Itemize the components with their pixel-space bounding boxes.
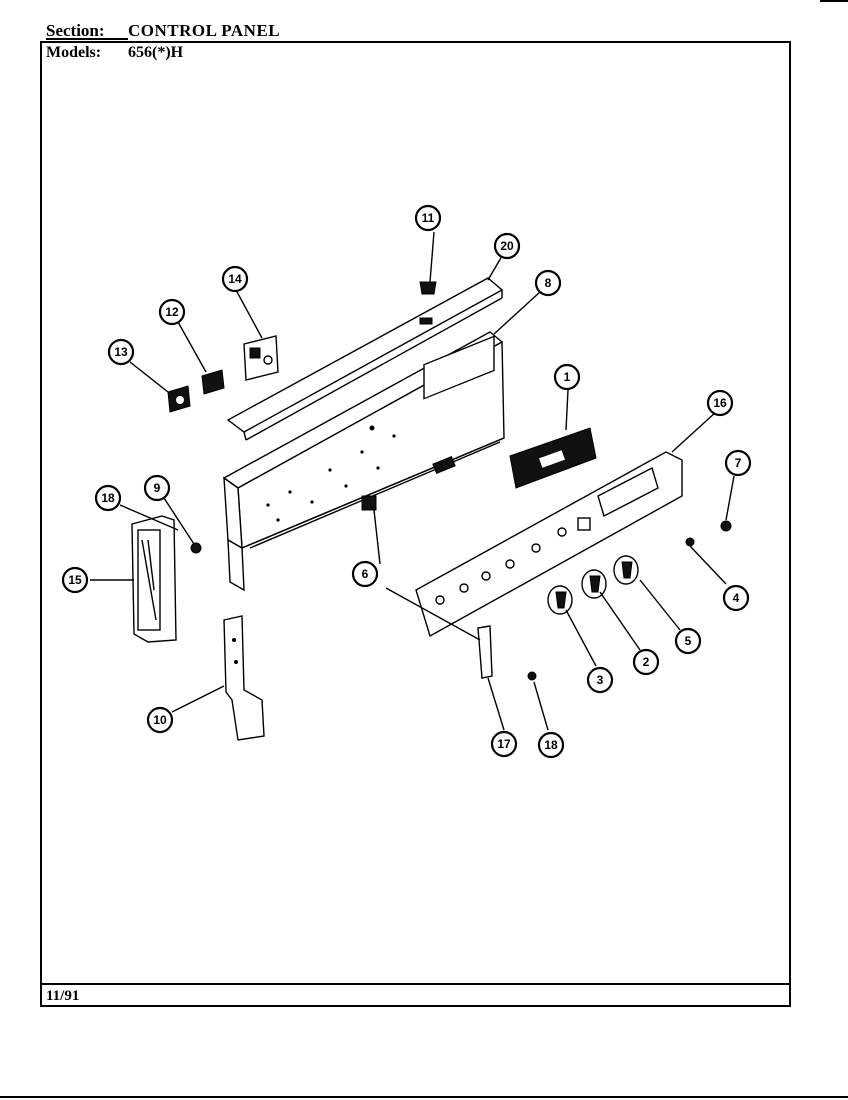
part-knob-2: [581, 569, 607, 599]
svg-text:8: 8: [545, 276, 552, 290]
svg-text:9: 9: [154, 481, 161, 495]
callout-11: 11: [414, 204, 442, 232]
part-knob-5: [613, 555, 639, 585]
callout-4: 4: [722, 584, 750, 612]
svg-text:20: 20: [500, 239, 514, 253]
part-control-housing: [222, 331, 505, 592]
section-underline: [46, 38, 128, 40]
models-value: 656(*)H: [128, 44, 184, 61]
section-value: CONTROL PANEL: [128, 21, 281, 40]
svg-text:5: 5: [685, 634, 692, 648]
callout-13: 13: [107, 338, 135, 366]
callout-12: 12: [158, 298, 186, 326]
svg-text:7: 7: [735, 456, 742, 470]
svg-text:16: 16: [713, 396, 727, 410]
svg-text:4: 4: [733, 591, 740, 605]
part-screw-9: [190, 542, 202, 554]
part-overlay-panel: [415, 451, 683, 638]
callout-10: 10: [146, 706, 174, 734]
callout-14: 14: [221, 265, 249, 293]
callout-3: 3: [586, 666, 614, 694]
callout-20: 20: [493, 232, 521, 260]
part-spacer: [477, 625, 493, 679]
svg-text:18: 18: [101, 491, 115, 505]
callout-7: 7: [724, 449, 752, 477]
callout-6: 6: [351, 560, 379, 588]
part-screw-18b: [527, 671, 537, 681]
svg-text:13: 13: [114, 345, 128, 359]
part-end-cap: [131, 515, 177, 643]
models-label: Models:: [46, 44, 102, 61]
svg-text:6: 6: [362, 567, 369, 581]
callout-2: 2: [632, 648, 660, 676]
part-screw-7: [720, 520, 732, 532]
footer-rule: [40, 983, 791, 985]
callout-17: 17: [490, 730, 518, 758]
callout-18a: 18: [94, 484, 122, 512]
svg-text:1: 1: [564, 370, 571, 384]
svg-text:18: 18: [544, 738, 558, 752]
svg-text:10: 10: [153, 713, 167, 727]
svg-text:15: 15: [68, 573, 82, 587]
callout-16: 16: [706, 389, 734, 417]
part-trim-strip: [226, 277, 504, 441]
svg-text:12: 12: [165, 305, 179, 319]
callout-8: 8: [534, 269, 562, 297]
svg-text:3: 3: [597, 673, 604, 687]
svg-text:17: 17: [497, 737, 511, 751]
part-switch-14: [243, 335, 279, 381]
callout-18b: 18: [537, 731, 565, 759]
part-clock: [509, 427, 597, 489]
svg-text:11: 11: [422, 211, 435, 225]
part-knob-3: [547, 585, 573, 615]
callout-1: 1: [553, 363, 581, 391]
callout-5: 5: [674, 627, 702, 655]
revision-date: 11/91: [46, 988, 80, 1004]
leader-lines: [90, 231, 735, 731]
part-screw-4: [685, 537, 695, 547]
page-bottom-rule: [0, 1096, 848, 1098]
section-label: Section:: [46, 21, 105, 40]
svg-text:2: 2: [643, 655, 650, 669]
part-switch-12: [201, 369, 225, 395]
svg-text:14: 14: [228, 272, 242, 286]
part-bracket: [223, 615, 265, 741]
callout-15: 15: [61, 566, 89, 594]
part-switch-13: [167, 385, 191, 413]
corner-mark: [820, 0, 848, 2]
callout-9: 9: [143, 474, 171, 502]
diagram-frame: [40, 41, 791, 1007]
part-clip: [419, 281, 437, 295]
